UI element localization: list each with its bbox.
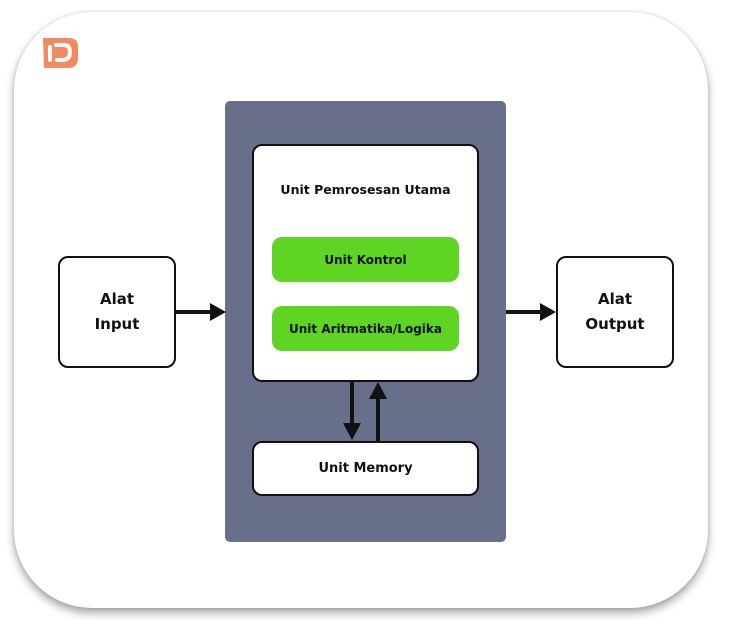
alu-label: Unit Aritmatika/Logika [289, 321, 442, 336]
memory-unit-box: Unit Memory [252, 441, 479, 496]
memory-unit-label: Unit Memory [318, 461, 413, 476]
arrow-cpu-to-memory [343, 382, 361, 440]
control-unit-box: Unit Kontrol [272, 237, 459, 282]
arrow-input-to-cpu [176, 303, 226, 321]
input-device-box: Alat Input [58, 256, 176, 368]
input-device-label: Alat Input [94, 290, 140, 333]
control-unit-label: Unit Kontrol [324, 252, 407, 267]
cpu-box: Unit Pemrosesan Utama Unit Kontrol Unit … [252, 144, 479, 382]
output-device-label: Alat Output [585, 290, 645, 333]
brand-logo-icon [43, 38, 78, 68]
arrow-memory-to-cpu [369, 382, 387, 441]
alu-box: Unit Aritmatika/Logika [272, 306, 459, 351]
arrow-cpu-to-output [506, 303, 556, 321]
output-device-box: Alat Output [556, 256, 674, 368]
cpu-title: Unit Pemrosesan Utama [280, 182, 451, 197]
